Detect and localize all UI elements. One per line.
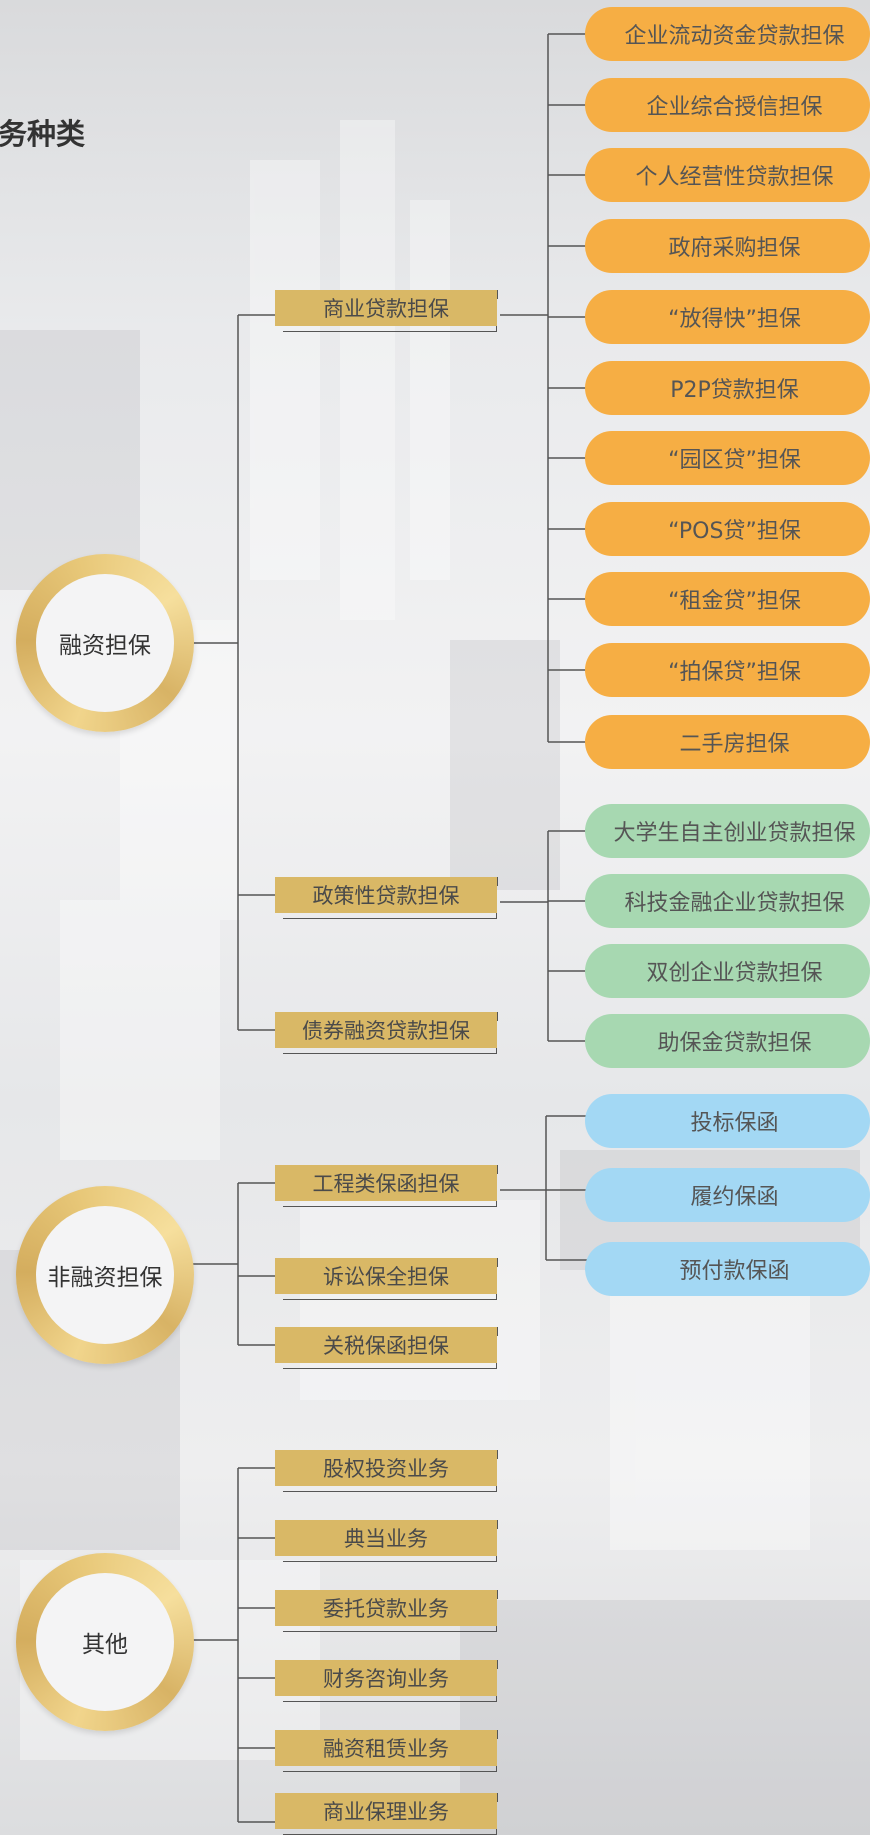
category-commercial-loan-guarantee: 商业贷款担保 bbox=[275, 290, 498, 332]
item-pill: 个人经营性贷款担保 bbox=[585, 148, 870, 202]
item-pill: “放得快”担保 bbox=[585, 290, 870, 344]
group-ring-financing-guarantee: 融资担保 bbox=[16, 554, 194, 732]
page-title: 务种类 bbox=[0, 117, 86, 151]
group-label: 融资担保 bbox=[59, 633, 151, 659]
category-label: 典当业务 bbox=[275, 1520, 497, 1556]
category-label: 股权投资业务 bbox=[275, 1450, 497, 1486]
item-pill: 政府采购担保 bbox=[585, 219, 870, 273]
category-label: 商业贷款担保 bbox=[275, 290, 497, 326]
item-pill: 二手房担保 bbox=[585, 715, 870, 769]
category-label: 融资租赁业务 bbox=[275, 1730, 497, 1766]
item-pill: “POS贷”担保 bbox=[585, 502, 870, 556]
category-litigation-preservation-guarantee: 诉讼保全担保 bbox=[275, 1258, 498, 1300]
item-pill: 履约保函 bbox=[585, 1168, 870, 1222]
item-pill: 企业流动资金贷款担保 bbox=[585, 7, 870, 61]
item-pill: 投标保函 bbox=[585, 1094, 870, 1148]
item-pill: 双创企业贷款担保 bbox=[585, 944, 870, 998]
category-engineering-letter-guarantee: 工程类保函担保 bbox=[275, 1165, 498, 1207]
category-pawn-business: 典当业务 bbox=[275, 1520, 498, 1562]
group-ring-other: 其他 bbox=[16, 1553, 194, 1731]
item-pill: 科技金融企业贷款担保 bbox=[585, 874, 870, 928]
category-label: 政策性贷款担保 bbox=[275, 877, 497, 913]
group-label: 非融资担保 bbox=[47, 1265, 163, 1291]
category-entrusted-loan: 委托贷款业务 bbox=[275, 1590, 498, 1632]
category-label: 诉讼保全担保 bbox=[275, 1258, 497, 1294]
category-commercial-factoring: 商业保理业务 bbox=[275, 1793, 498, 1835]
item-pill: 大学生自主创业贷款担保 bbox=[585, 804, 870, 858]
category-label: 债券融资贷款担保 bbox=[275, 1012, 497, 1048]
item-pill: 企业综合授信担保 bbox=[585, 78, 870, 132]
category-equity-investment: 股权投资业务 bbox=[275, 1450, 498, 1492]
category-label: 工程类保函担保 bbox=[275, 1165, 497, 1201]
item-pill: “租金贷”担保 bbox=[585, 572, 870, 626]
group-label: 其他 bbox=[82, 1632, 128, 1658]
group-ring-non-financing-guarantee: 非融资担保 bbox=[16, 1186, 194, 1364]
category-label: 财务咨询业务 bbox=[275, 1660, 497, 1696]
category-financial-consulting: 财务咨询业务 bbox=[275, 1660, 498, 1702]
category-label: 委托贷款业务 bbox=[275, 1590, 497, 1626]
item-pill: P2P贷款担保 bbox=[585, 361, 870, 415]
category-financial-leasing: 融资租赁业务 bbox=[275, 1730, 498, 1772]
category-label: 关税保函担保 bbox=[275, 1327, 497, 1363]
item-pill: 助保金贷款担保 bbox=[585, 1014, 870, 1068]
item-pill: “拍保贷”担保 bbox=[585, 643, 870, 697]
item-pill: “园区贷”担保 bbox=[585, 431, 870, 485]
category-label: 商业保理业务 bbox=[275, 1793, 497, 1829]
category-customs-letter-guarantee: 关税保函担保 bbox=[275, 1327, 498, 1369]
item-pill: 预付款保函 bbox=[585, 1242, 870, 1296]
category-policy-loan-guarantee: 政策性贷款担保 bbox=[275, 877, 498, 919]
category-bond-financing-guarantee: 债券融资贷款担保 bbox=[275, 1012, 498, 1054]
